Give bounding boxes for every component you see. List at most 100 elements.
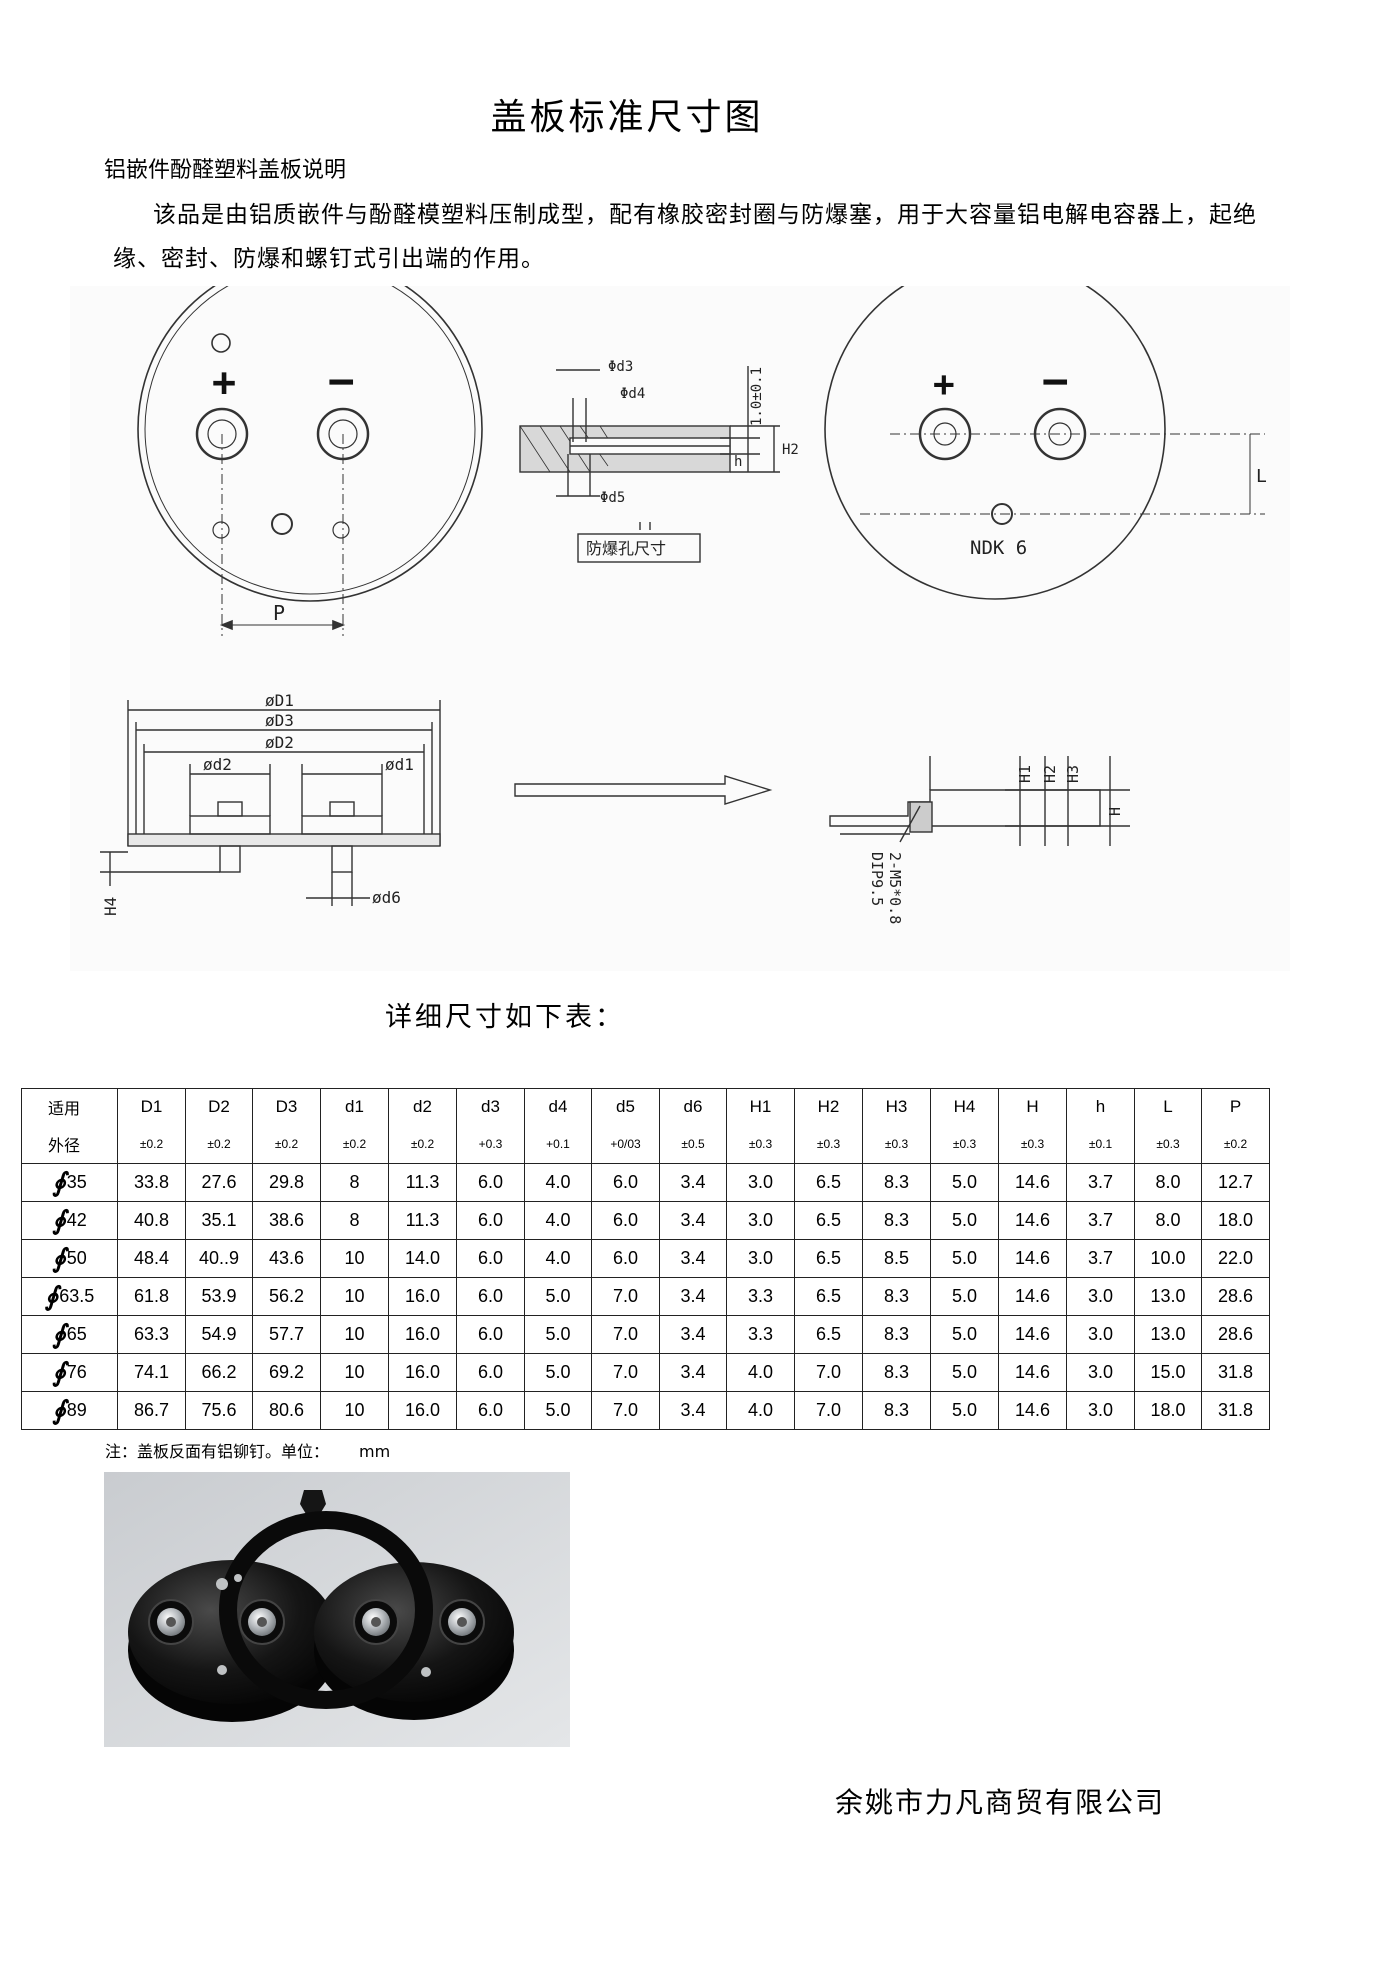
tolerance-cell: 外径 bbox=[21, 1125, 118, 1164]
table-cell: 10 bbox=[320, 1391, 389, 1430]
table-cell: 14.0 bbox=[388, 1239, 457, 1278]
tolerance-cell: ±0.2 bbox=[320, 1125, 389, 1164]
table-cell: 5.0 bbox=[524, 1353, 592, 1392]
table-cell: 4.0 bbox=[726, 1353, 795, 1392]
tolerance-cell: ±0.2 bbox=[1201, 1125, 1270, 1164]
tolerance-cell: +0/03 bbox=[591, 1125, 660, 1164]
table-cell: 7.0 bbox=[591, 1315, 660, 1354]
arrow-icon bbox=[514, 775, 773, 805]
table-cell: 3.3 bbox=[726, 1315, 795, 1354]
table-cell: 3.7 bbox=[1066, 1163, 1135, 1202]
table-cell: 6.0 bbox=[456, 1277, 525, 1316]
table-cell: 5.0 bbox=[524, 1391, 592, 1430]
table-cell: 8.5 bbox=[862, 1239, 931, 1278]
table-cell: 66.2 bbox=[185, 1353, 253, 1392]
ndk-label: NDK 6 bbox=[970, 537, 1027, 559]
table-cell: 14.6 bbox=[998, 1315, 1067, 1354]
table-cell: 40.8 bbox=[117, 1201, 186, 1240]
table-cell: 3.0 bbox=[1066, 1353, 1135, 1392]
table-cell: 8.3 bbox=[862, 1315, 931, 1354]
table-cell: 69.2 bbox=[252, 1353, 321, 1392]
tolerance-cell: +0.3 bbox=[456, 1125, 525, 1164]
table-cell: 11.3 bbox=[388, 1163, 457, 1202]
table-cell: 3.4 bbox=[659, 1163, 727, 1202]
company-name: 余姚市力凡商贸有限公司 bbox=[835, 1786, 1166, 1819]
table-cell: 7.0 bbox=[591, 1353, 660, 1392]
table-note: 注：盖板反面有铝铆钉。单位：mm bbox=[105, 1438, 390, 1462]
table-cell: 28.6 bbox=[1201, 1277, 1270, 1316]
table-cell: 14.6 bbox=[998, 1239, 1067, 1278]
table-cell: 10 bbox=[320, 1277, 389, 1316]
diameter-value: 63.5 bbox=[59, 1285, 95, 1306]
diameter-value: 50 bbox=[66, 1247, 87, 1268]
table-cell: 74.1 bbox=[117, 1353, 186, 1392]
table-cell: 6.5 bbox=[794, 1163, 863, 1202]
tolerance-cell: ±0.2 bbox=[252, 1125, 321, 1164]
table-cell: 7.0 bbox=[794, 1353, 863, 1392]
table-cell: 5.0 bbox=[524, 1277, 592, 1316]
vent-hole-box-label: 防爆孔尺寸 bbox=[586, 539, 666, 558]
tolerance-cell: ±0.2 bbox=[185, 1125, 253, 1164]
note-unit: mm bbox=[359, 1442, 391, 1461]
table-cell: 3.0 bbox=[726, 1201, 795, 1240]
table-cell: 10 bbox=[320, 1353, 389, 1392]
table-cell: 11.3 bbox=[388, 1201, 457, 1240]
table-cell: 8 bbox=[320, 1201, 389, 1240]
diameter-cell: ∮76 bbox=[21, 1353, 118, 1392]
header-cell: H3 bbox=[862, 1088, 931, 1125]
diameter-cell: ∮42 bbox=[21, 1201, 118, 1240]
table-cell: 29.8 bbox=[252, 1163, 321, 1202]
table-cell: 8.3 bbox=[862, 1201, 931, 1240]
table-cell: 8.3 bbox=[862, 1277, 931, 1316]
h-label: h bbox=[734, 454, 742, 470]
diameter-symbol-icon: ∮ bbox=[52, 1205, 66, 1236]
header-cell: P bbox=[1201, 1088, 1270, 1125]
d4-label: Φd4 bbox=[620, 386, 645, 402]
d2-label: ød2 bbox=[203, 755, 232, 774]
tolerance-cell: ±0.5 bbox=[659, 1125, 727, 1164]
screw-spec-label: 2-M5*0.8 bbox=[886, 852, 904, 924]
table-cell: 80.6 bbox=[252, 1391, 321, 1430]
d6-label: ød6 bbox=[372, 888, 401, 907]
table-cell: 3.0 bbox=[1066, 1315, 1135, 1354]
minus-sign: − bbox=[328, 356, 355, 407]
H1-label: H1 bbox=[1016, 765, 1034, 783]
table-cell: 33.8 bbox=[117, 1163, 186, 1202]
table-cell: 6.0 bbox=[456, 1353, 525, 1392]
table-cell: 16.0 bbox=[388, 1277, 457, 1316]
plus-sign-right: + bbox=[933, 364, 955, 405]
diameter-cell: ∮35 bbox=[21, 1163, 118, 1202]
diameter-value: 65 bbox=[66, 1323, 87, 1344]
header-cell: H bbox=[998, 1088, 1067, 1125]
table-cell: 10.0 bbox=[1134, 1239, 1202, 1278]
table-cell: 18.0 bbox=[1201, 1201, 1270, 1240]
p-label: P bbox=[273, 601, 285, 625]
table-cell: 6.5 bbox=[794, 1201, 863, 1240]
table-cell: 61.8 bbox=[117, 1277, 186, 1316]
header-cell: d6 bbox=[659, 1088, 727, 1125]
side-view-labels: øD1 øD3 øD2 ød2 ød1 ød6 H4 bbox=[101, 691, 414, 916]
h2-label: H2 bbox=[782, 442, 799, 458]
table-cell: 7.0 bbox=[591, 1277, 660, 1316]
product-photo bbox=[104, 1472, 570, 1747]
H4-label: H4 bbox=[101, 897, 120, 916]
table-cell: 4.0 bbox=[524, 1201, 592, 1240]
section-subtitle: 铝嵌件酚醛塑料盖板说明 bbox=[104, 158, 347, 183]
table-cell: 40..9 bbox=[185, 1239, 253, 1278]
table-cell: 5.0 bbox=[930, 1391, 999, 1430]
table-cell: 75.6 bbox=[185, 1391, 253, 1430]
table-cell: 14.6 bbox=[998, 1277, 1067, 1316]
table-cell: 13.0 bbox=[1134, 1277, 1202, 1316]
table-cell: 63.3 bbox=[117, 1315, 186, 1354]
table-cell: 8 bbox=[320, 1163, 389, 1202]
table-cell: 27.6 bbox=[185, 1163, 253, 1202]
minus-sign-right: − bbox=[1042, 356, 1069, 407]
tolerance-cell: ±0.2 bbox=[117, 1125, 186, 1164]
product-description: 该品是由铝质嵌件与酚醛模塑料压制成型，配有橡胶密封圈与防爆塞，用于大容量铝电解电… bbox=[113, 202, 1257, 272]
table-cell: 6.0 bbox=[456, 1163, 525, 1202]
table-cell: 3.4 bbox=[659, 1315, 727, 1354]
table-cell: 5.0 bbox=[930, 1201, 999, 1240]
table-cell: 16.0 bbox=[388, 1391, 457, 1430]
